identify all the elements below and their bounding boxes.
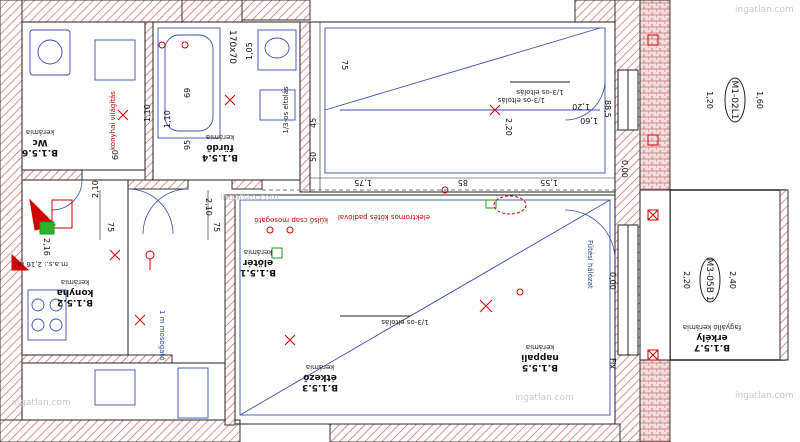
- dim: 2,10: [204, 198, 213, 216]
- room-code: B.1.5.7: [694, 342, 730, 352]
- outlet-note: elektromos kötés padlóval: [338, 213, 430, 221]
- vent-note: 1/3-os eltolás: [497, 96, 545, 104]
- watermark: ingatlan.com: [12, 398, 71, 408]
- dim: 69: [183, 88, 192, 98]
- dim: 0,00: [620, 160, 629, 178]
- annotations: 170x70 m.a.s.: 2,16 m 1 m mosogató Fűtés…: [17, 30, 595, 361]
- furniture: [27, 27, 611, 419]
- balcony: [639, 189, 789, 361]
- room-name: nappali: [521, 352, 559, 362]
- window-width: 2,40: [728, 271, 737, 289]
- dim: 75: [106, 222, 115, 232]
- watermark: ingatlan.com: [515, 393, 574, 403]
- dim: 95: [183, 140, 192, 150]
- dim: 2,10: [91, 180, 100, 198]
- dim: 85: [458, 178, 468, 187]
- window-height: 1,20: [705, 91, 714, 109]
- room-labels: B.1.5.1 előtér kerámia B.1.5.2 konyha ke…: [22, 128, 741, 392]
- watermark: ingatlan.com: [735, 5, 794, 15]
- room-code: B.1.5.1: [240, 267, 276, 277]
- dim: 75: [212, 222, 221, 232]
- room-floor: fagyálló kerámia: [683, 323, 741, 331]
- room-name: erkély: [696, 332, 727, 343]
- room-label-konyha: B.1.5.2 konyha kerámia: [57, 278, 94, 307]
- electrical-symbols: [11, 34, 659, 361]
- room-name: Wc: [32, 137, 47, 147]
- ceiling-note-1: 1/3-os eltolás: [340, 315, 429, 326]
- window-tag-1: M1-02L1 1,60 1,20: [705, 77, 764, 123]
- ceiling-note-2: 1/3-os eltolás: [510, 81, 570, 96]
- outlet-symbols-green: [39, 199, 497, 259]
- lift-area: m.a.s.: 2,16 m: [17, 260, 68, 268]
- room-label-nappali: B.1.5.5 nappali kerámia: [521, 343, 559, 372]
- room-code: B.1.5.4: [202, 152, 238, 162]
- dim: 0,00: [608, 272, 617, 290]
- room-name: étkező: [303, 372, 337, 383]
- dim: 50: [309, 152, 318, 162]
- room-code: B.1.5.3: [302, 382, 338, 392]
- dim: 75: [340, 60, 349, 70]
- room-label-eloter: B.1.5.1 előtér kerámia: [240, 248, 276, 277]
- room-label-etkezo: B.1.5.3 étkező kerámia: [302, 363, 338, 392]
- room-label-furdo: B.1.5.4 fürdő kerámia: [202, 133, 238, 162]
- watermark: ingatlan.com: [220, 193, 279, 203]
- room-label-wc: B.1.5.6 Wc kerámia: [22, 128, 58, 157]
- door-swings: [51, 79, 616, 261]
- sink-note: 1 m mosogató: [158, 310, 166, 361]
- outlet-note: konyhai világítás: [109, 91, 117, 150]
- dimension-labels: 1,05 75 2,20 45 50 1,75 85 1,55 2,10 75 …: [42, 42, 629, 369]
- window-code: M1-02L1: [729, 81, 739, 120]
- dimension-lines: [99, 22, 615, 240]
- ceiling-note-3: 1/3-os eltolás: [282, 86, 290, 134]
- room-name: fürdő: [206, 142, 233, 152]
- room-code: B.1.5.5: [522, 362, 558, 372]
- window-code: M3-05B 1: [704, 259, 714, 302]
- dim: 1,05: [245, 42, 254, 60]
- dim: 1,55: [540, 178, 558, 187]
- watermarks: ingatlan.com ingatlan.com ingatlan.com i…: [12, 5, 794, 408]
- room-floor: kerámia: [306, 363, 334, 371]
- ceiling-note: 1/3-os eltolás: [516, 88, 564, 96]
- window-height: 2,20: [682, 271, 691, 289]
- room-floor: kerámia: [206, 133, 234, 141]
- dim: 1,10: [143, 104, 152, 122]
- ceiling-note: 1/3-os eltolás: [282, 86, 290, 134]
- dim: 45: [309, 118, 318, 128]
- dim: 1,10: [163, 110, 172, 128]
- ceiling-note: 1/3-os eltolás: [381, 318, 429, 326]
- room-floor: kerámia: [61, 278, 89, 286]
- dim: 1,20: [572, 102, 590, 111]
- room-name: konyha: [57, 287, 94, 297]
- dim: 1,60: [580, 116, 598, 125]
- room-code: B.1.5.2: [57, 297, 93, 307]
- dim: 1,75: [354, 178, 372, 187]
- windows: [617, 69, 639, 356]
- dim: 60: [111, 150, 120, 160]
- dim: 88,5: [603, 100, 612, 118]
- tub-size: 170x70: [227, 30, 237, 64]
- heater-note: Fűtési hálózat: [586, 240, 595, 289]
- window-tag-2: M3-05B 1 2,40 2,20: [682, 257, 737, 303]
- room-floor: kerámia: [526, 343, 554, 351]
- room-floor: kerámia: [26, 128, 54, 136]
- window-width: 1,60: [755, 91, 764, 109]
- room-name: előtér: [242, 257, 273, 268]
- room-floor: kerámia: [244, 248, 272, 256]
- watermark: ingatlan.com: [735, 391, 794, 401]
- dim: 2,20: [504, 118, 513, 136]
- room-code: B.1.5.6: [22, 147, 58, 157]
- outlet-note: külső csap mosogató: [254, 216, 328, 225]
- dim: Fix: [608, 358, 617, 369]
- room-label-erkely: B.1.5.7 erkély fagyálló kerámia: [683, 323, 741, 352]
- dim: 2,16: [42, 238, 51, 256]
